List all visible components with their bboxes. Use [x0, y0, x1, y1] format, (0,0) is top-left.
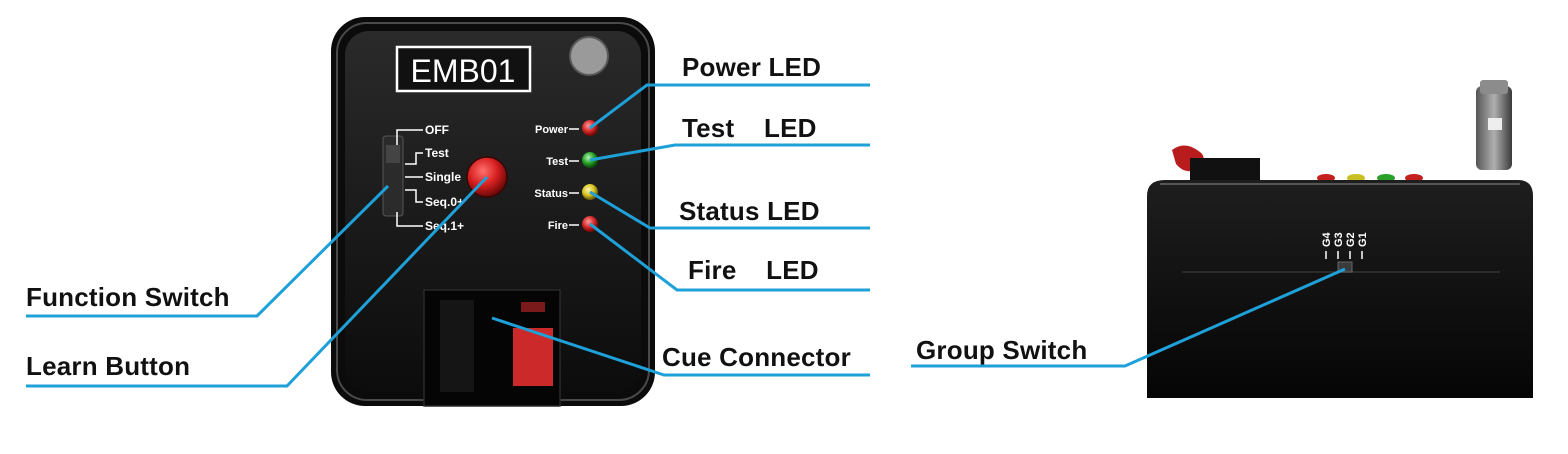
group-label-g3: G3 [1333, 232, 1345, 247]
model-label: EMB01 [411, 53, 516, 89]
callout-fire-led: Fire LED [688, 255, 819, 285]
top-connector [1190, 158, 1260, 180]
group-switch[interactable] [1337, 261, 1353, 273]
cue-connector-clip [521, 302, 545, 312]
sensor-window [569, 36, 609, 76]
led-label-status: Status [534, 188, 568, 200]
switch-label-seq0: Seq.0+ [425, 195, 464, 209]
callout-test-led: Test LED [682, 113, 817, 143]
device-face [345, 31, 641, 392]
group-label-g4: G4 [1321, 231, 1333, 247]
led-label-power: Power [535, 124, 569, 136]
callout-learn-button: Learn Button [26, 351, 191, 381]
group-label-g1: G1 [1357, 232, 1369, 247]
callout-cue-connector: Cue Connector [662, 342, 851, 372]
switch-tick-off [396, 129, 423, 145]
led-label-fire: Fire [548, 220, 568, 232]
switch-label-test: Test [425, 146, 449, 160]
leader-learn-button [26, 175, 489, 388]
antenna-cap [1480, 80, 1508, 94]
leader-group-switch [911, 267, 1346, 368]
callout-function-switch: Function Switch [26, 282, 230, 312]
callout-status-led: Status LED [679, 196, 820, 226]
switch-label-off: OFF [425, 123, 449, 137]
group-label-g2: G2 [1345, 232, 1357, 247]
led-label-test: Test [546, 156, 568, 168]
leader-fire-led [589, 222, 870, 292]
cue-connector-slot [440, 300, 474, 392]
switch-tick-test [405, 152, 423, 165]
leader-lines [26, 83, 1346, 388]
front-device: EMB01 OFF Test Single Seq.0+ Seq.1+ Powe… [331, 17, 655, 407]
switch-tick-seq0 [405, 189, 423, 203]
function-switch-knob[interactable] [386, 145, 400, 163]
side-device: G1 G2 G3 G4 [1147, 80, 1533, 398]
callout-power-led: Power LED [682, 52, 822, 82]
leader-cue-connector [491, 316, 870, 377]
leader-status-led [589, 190, 870, 230]
cue-connector-tab[interactable] [513, 328, 553, 386]
leader-function-switch [26, 184, 390, 318]
antenna-ring [1488, 118, 1502, 130]
switch-label-single: Single [425, 170, 461, 184]
leader-test-led [589, 143, 870, 162]
leader-power-led [589, 83, 870, 130]
model-label-box [395, 45, 532, 93]
callout-group-switch: Group Switch [916, 335, 1088, 365]
switch-tick-seq1 [396, 212, 423, 227]
side-body [1147, 180, 1533, 398]
